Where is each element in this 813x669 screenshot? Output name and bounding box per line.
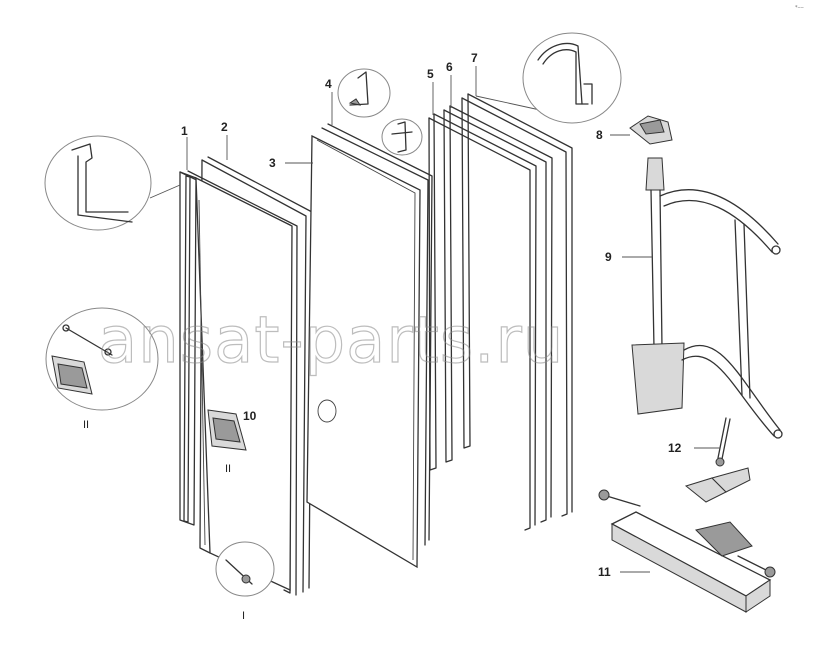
part-11-lamp-tray [598,489,776,613]
detail-label-door-handle: II [225,463,231,475]
label-part-5: 5 [427,67,434,81]
label-part-3: 3 [269,156,276,170]
label-part-9: 9 [605,250,612,264]
door-panel [195,176,293,592]
part-labels: 1 2 3 4 5 6 7 8 9 10 11 12 [181,51,682,579]
part-9-washer-reservoir [622,157,783,439]
profile-detail-callout-4 [337,68,391,118]
detail-label-left-callout: II [83,419,89,431]
part-10-door-handle [207,409,247,451]
label-part-10: 10 [243,409,257,423]
profile-detail-callout-7 [522,32,622,124]
watermark-text: ansat-parts.ru [98,304,564,378]
corner-mark: *‒‒ [795,5,804,11]
part-7-strip [461,66,573,517]
label-part-4: 4 [325,77,332,91]
part-6-strip [443,75,553,523]
label-part-1: 1 [181,124,188,138]
pin-detail-callout [215,541,275,597]
profile-detail-callout-5 [381,118,423,156]
label-part-7: 7 [471,51,478,65]
profile-detail-callout-left [44,135,181,231]
handle-detail-callout [45,307,159,411]
label-part-6: 6 [446,60,453,74]
part-12-gas-strut [684,417,751,503]
label-part-2: 2 [221,120,228,134]
label-part-11: 11 [598,565,611,579]
label-part-8: 8 [596,128,603,142]
part-3-glass-panel [285,134,421,569]
part-8-cap [610,115,673,145]
label-part-12: 12 [668,441,682,455]
detail-label-bottom-pin: I [242,610,245,622]
